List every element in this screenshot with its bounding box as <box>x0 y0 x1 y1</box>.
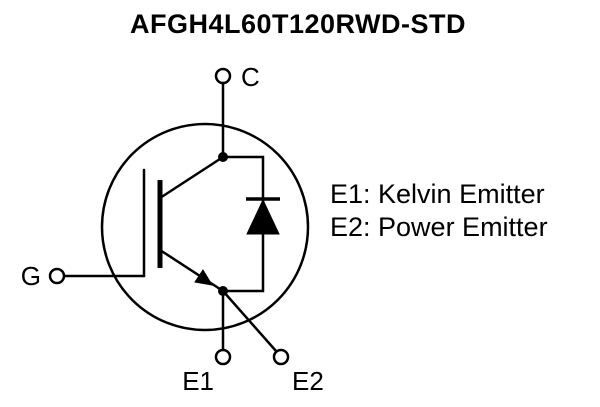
gate-terminal <box>48 267 66 285</box>
igbt-emitter-diagonal <box>158 248 225 293</box>
emitter1-terminal <box>214 348 232 366</box>
legend-power-emitter: E2: Power Emitter <box>330 212 548 242</box>
emitter1-label: E1 <box>182 366 214 396</box>
legend-kelvin-emitter: E1: Kelvin Emitter <box>330 179 545 209</box>
emitter2-label: E2 <box>292 366 324 396</box>
collector-label: C <box>241 62 260 92</box>
collector-terminal <box>214 67 232 85</box>
igbt-emitter-arrow <box>194 269 213 286</box>
gate-label: G <box>21 261 41 291</box>
emitter2-terminal <box>272 348 290 366</box>
diode-triangle <box>246 198 280 235</box>
emitter2-lead-line <box>221 289 278 353</box>
igbt-collector-diagonal <box>158 155 225 200</box>
part-number-title: AFGH4L60T120RWD-STD <box>130 9 466 39</box>
transistor-body-circle <box>100 122 310 332</box>
